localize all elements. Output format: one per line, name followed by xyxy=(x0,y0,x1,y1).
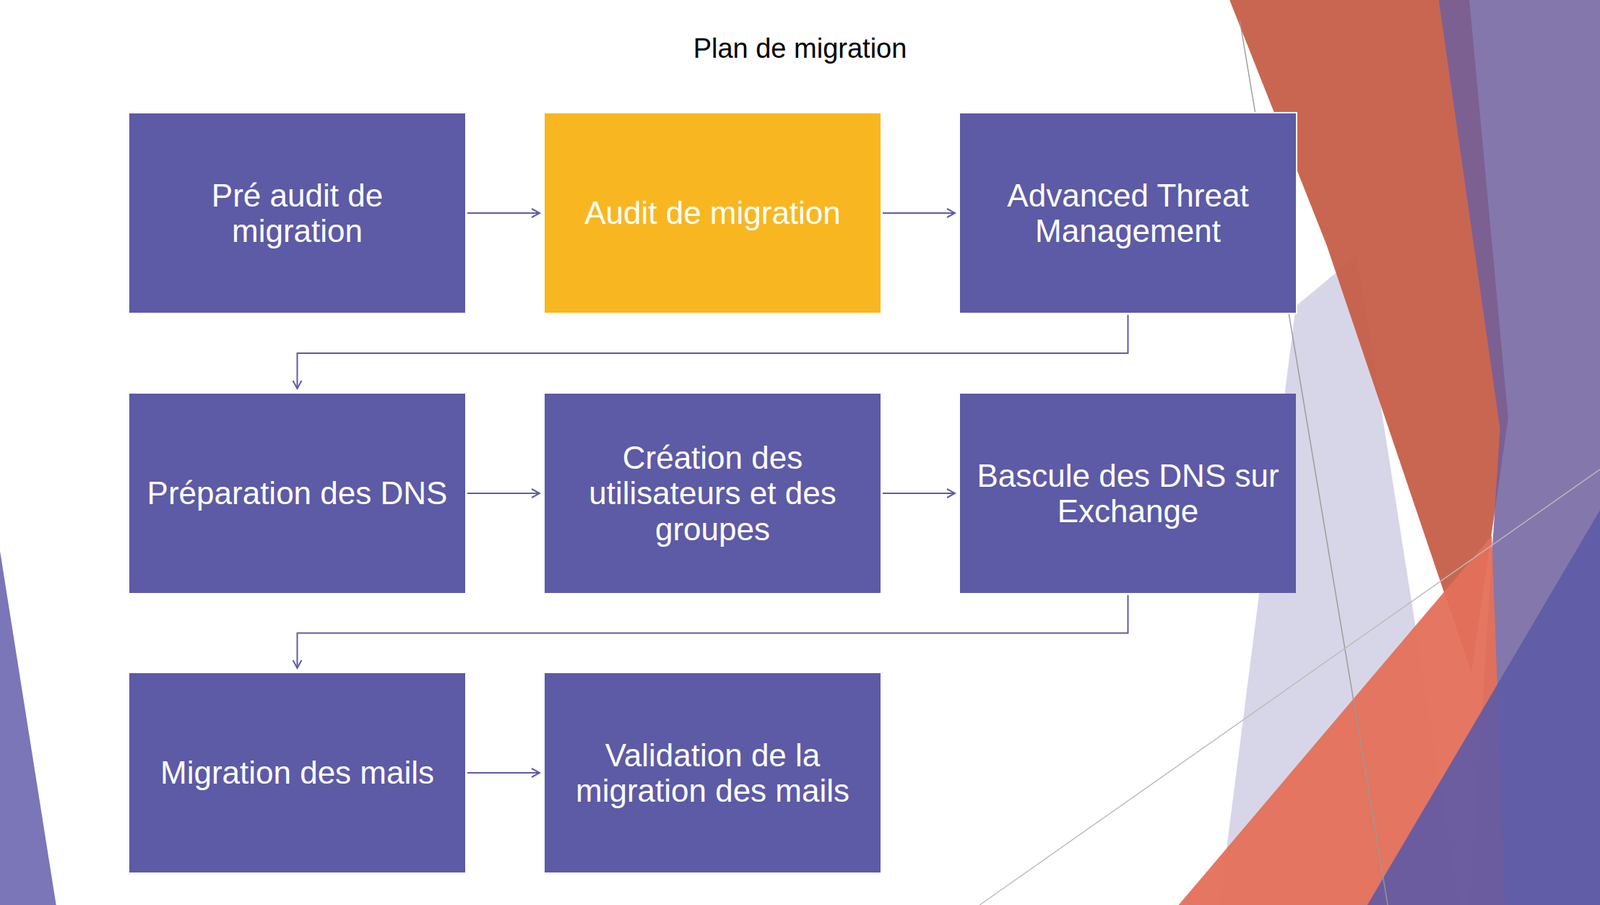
process-box: Création des utilisateurs et des groupes xyxy=(544,393,881,594)
box-label: Validation de la migration des mails xyxy=(559,737,867,810)
box-label: Pré audit de migration xyxy=(143,177,451,250)
flow-arrow xyxy=(467,212,540,214)
box-label: Audit de migration xyxy=(584,195,841,231)
process-box: Pré audit de migration xyxy=(129,113,466,313)
diagram-title: Plan de migration xyxy=(0,33,1600,65)
process-box: Advanced Threat Management xyxy=(960,113,1296,313)
flow-arrow xyxy=(297,314,1129,389)
box-label: Préparation des DNS xyxy=(147,475,448,511)
process-box: Validation de la migration des mails xyxy=(544,673,881,873)
flow-arrow xyxy=(882,492,955,495)
flow-arrow xyxy=(882,212,955,214)
process-box: Bascule des DNS sur Exchange xyxy=(960,393,1296,594)
process-box: Audit de migration xyxy=(544,113,881,313)
process-box: Migration des mails xyxy=(129,673,466,873)
deco-shape xyxy=(1367,509,1600,905)
box-label: Migration des mails xyxy=(160,754,435,791)
flow-arrow xyxy=(467,492,540,495)
title-text: Plan de migration xyxy=(693,33,908,64)
box-label: Création des utilisateurs et des groupes xyxy=(559,439,867,547)
flow-arrow xyxy=(297,595,1129,669)
deco-shape xyxy=(0,551,57,905)
box-label: Bascule des DNS sur Exchange xyxy=(974,457,1282,530)
process-box: Préparation des DNS xyxy=(129,393,466,594)
flow-arrow xyxy=(467,772,540,774)
box-label: Advanced Threat Management xyxy=(974,177,1282,250)
